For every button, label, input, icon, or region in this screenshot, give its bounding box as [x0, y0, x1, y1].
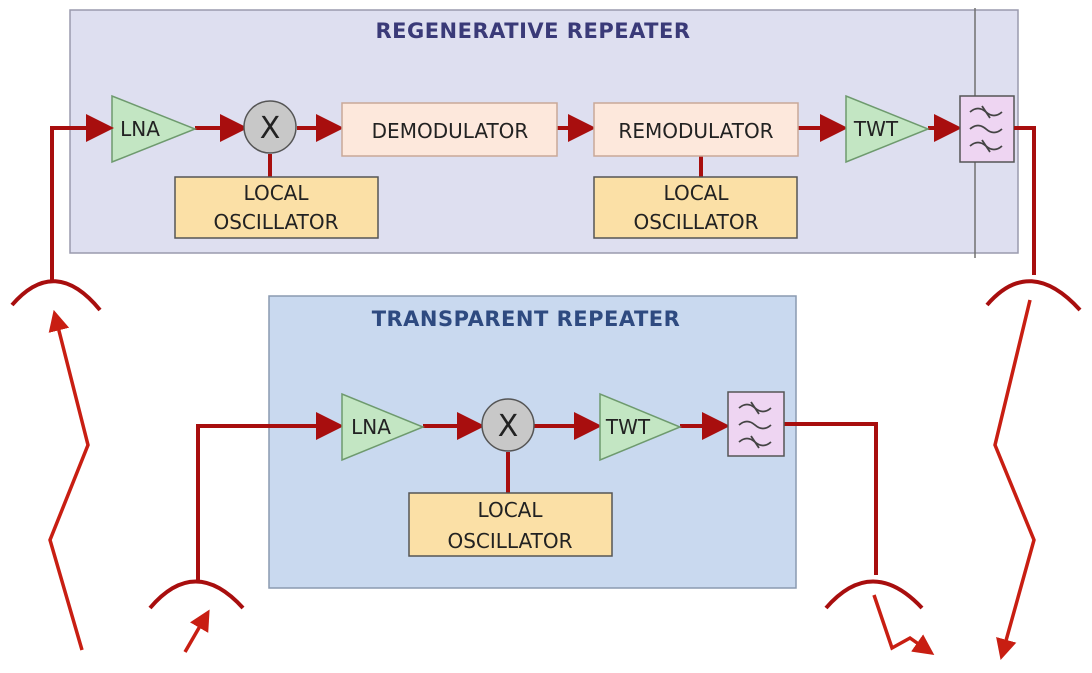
- antenna-icon: [985, 279, 1082, 312]
- lo1-line2: OSCILLATOR: [213, 210, 338, 234]
- lo1-line1: LOCAL: [244, 181, 310, 205]
- downlink-radio-path: [993, 299, 1036, 661]
- transparent-signal-path: [196, 412, 878, 582]
- bandpass-filter-icon: [959, 95, 1015, 163]
- transparent-mixer-symbol: X: [498, 409, 519, 444]
- regenerative-feed-lines: [50, 114, 1036, 283]
- antenna-icon: [148, 579, 245, 610]
- uplink-radio-path: [48, 309, 90, 651]
- demodulator-block: DEMODULATOR: [341, 102, 558, 157]
- remodulator-block: REMODULATOR: [593, 102, 799, 157]
- transparent-twt: TWT: [599, 392, 682, 462]
- regenerative-local-oscillator-2: LOCAL OSCILLATOR: [593, 176, 798, 239]
- regenerative-mixer-symbol: X: [260, 111, 281, 146]
- regenerative-lna-label: LNA: [120, 117, 160, 141]
- regenerative-signal-path: [195, 114, 962, 177]
- lo3-line1: LOCAL: [478, 498, 544, 522]
- transparent-lna-label: LNA: [351, 415, 391, 439]
- transparent-mixer: X: [481, 398, 535, 452]
- bandpass-filter-icon: [727, 391, 785, 457]
- transparent-twt-label: TWT: [605, 415, 651, 439]
- antenna-icon: [10, 279, 102, 312]
- transparent-title: TRANSPARENT REPEATER: [372, 307, 681, 331]
- regenerative-local-oscillator-1: LOCAL OSCILLATOR: [174, 176, 379, 239]
- transparent-downlink-radio-path: [872, 594, 935, 656]
- transparent-uplink-radio-path: [183, 609, 210, 653]
- lo2-line2: OSCILLATOR: [633, 210, 758, 234]
- regenerative-mixer: X: [243, 100, 297, 154]
- regenerative-title: REGENERATIVE REPEATER: [375, 19, 690, 43]
- antenna-icon: [824, 579, 924, 610]
- transparent-lna: LNA: [341, 392, 425, 462]
- regenerative-twt-label: TWT: [853, 117, 899, 141]
- remodulator-label: REMODULATOR: [618, 119, 773, 143]
- regenerative-twt: TWT: [845, 94, 931, 164]
- lo2-line1: LOCAL: [664, 181, 730, 205]
- demodulator-label: DEMODULATOR: [372, 119, 529, 143]
- transparent-local-oscillator: LOCAL OSCILLATOR: [408, 492, 613, 557]
- lo3-line2: OSCILLATOR: [447, 529, 572, 553]
